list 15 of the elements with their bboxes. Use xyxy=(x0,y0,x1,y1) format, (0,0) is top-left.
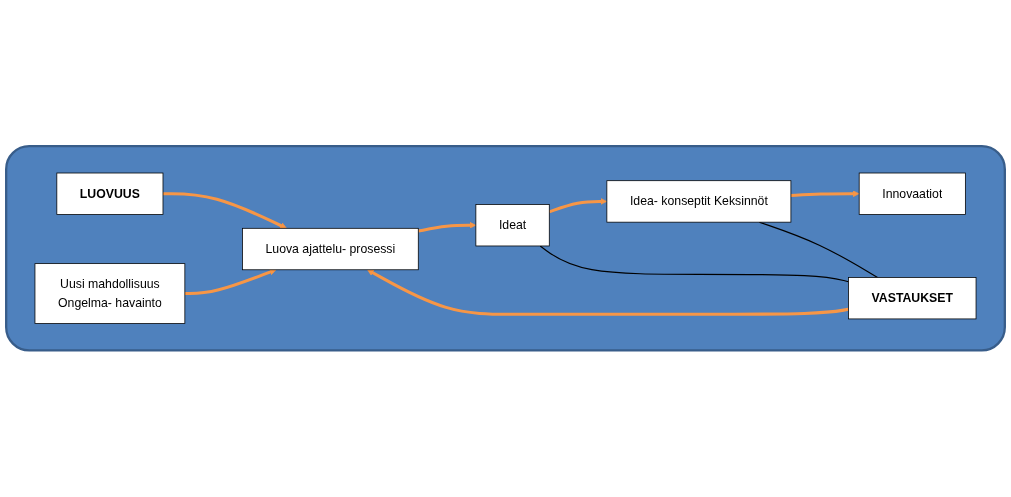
node-box: Idea- konseptit Keksinnöt xyxy=(606,180,792,223)
connector xyxy=(539,245,850,283)
arrow xyxy=(790,190,860,198)
arrow xyxy=(163,192,287,229)
node-box: Ideat xyxy=(475,204,550,247)
node-box: VASTAUKSET xyxy=(848,277,977,320)
arrow xyxy=(548,198,608,214)
arrow xyxy=(367,269,849,317)
node-box: LUOVUUS xyxy=(56,172,164,216)
node-box: Innovaatiot xyxy=(858,172,966,216)
node-box: Uusi mahdollisuus Ongelma- havainto xyxy=(34,263,186,325)
arrow xyxy=(417,222,477,233)
arrow xyxy=(184,269,277,296)
node-box: Luova ajattelu- prosessi xyxy=(242,228,419,271)
cluster xyxy=(5,145,1006,352)
